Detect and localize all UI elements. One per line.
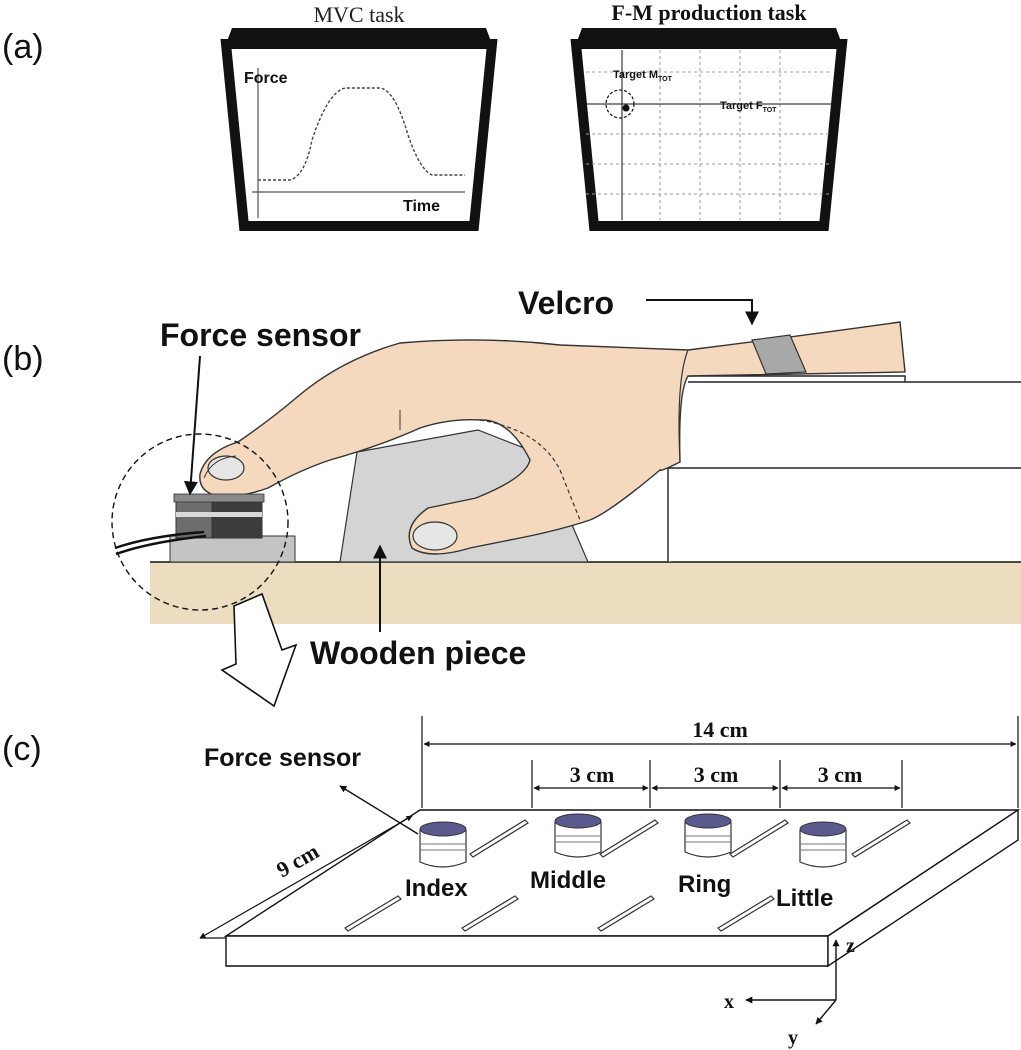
sensor-plate bbox=[223, 808, 1021, 968]
sensor-index bbox=[419, 821, 467, 868]
force-curve bbox=[258, 87, 465, 181]
dimension-9cm: 9 cm bbox=[272, 838, 323, 882]
mvc-monitor bbox=[220, 28, 498, 231]
fm-task-title: F-M production task bbox=[611, 0, 807, 25]
sensor-ring bbox=[684, 813, 732, 858]
sensor-little bbox=[799, 821, 847, 868]
velcro-strap bbox=[751, 334, 807, 375]
dimension-3cm-2: 3 cm bbox=[694, 762, 739, 787]
mvc-task-title: MVC task bbox=[313, 2, 404, 27]
cursor-dot bbox=[622, 104, 630, 112]
finger-label-ring: Ring bbox=[678, 871, 731, 898]
mvc-time-axis-label: Time bbox=[403, 198, 440, 215]
dimension-3cm-1: 3 cm bbox=[570, 762, 615, 787]
forearm-support bbox=[667, 375, 1021, 562]
sensor-middle bbox=[554, 813, 602, 858]
zoom-circle bbox=[111, 433, 289, 611]
target-f-label: Target FTOT bbox=[720, 100, 777, 114]
panel-a-label: (a) bbox=[2, 28, 44, 66]
target-m-label: Target MTOT bbox=[613, 69, 673, 83]
axis-x-label: x bbox=[724, 991, 734, 1013]
velcro-label: Velcro bbox=[518, 285, 614, 321]
target-cursor-circle bbox=[605, 89, 635, 119]
coordinate-axes bbox=[745, 939, 840, 1025]
thumb-nail bbox=[412, 521, 458, 551]
force-sensor-label-b: Force sensor bbox=[160, 317, 361, 353]
force-sensor-assembly bbox=[114, 493, 296, 563]
axis-z-label: z bbox=[846, 935, 855, 957]
zoom-arrow bbox=[220, 592, 298, 708]
finger-label-index: Index bbox=[405, 875, 468, 902]
dimension-14cm: 14 cm bbox=[692, 717, 748, 742]
axis-y-label: y bbox=[788, 1027, 798, 1049]
dimension-3cm-3: 3 cm bbox=[818, 762, 863, 787]
dimension-lines bbox=[199, 716, 1019, 939]
panel-b-label: (b) bbox=[2, 340, 44, 378]
mvc-force-axis-label: Force bbox=[244, 70, 288, 87]
hand bbox=[199, 321, 906, 555]
table-surface bbox=[150, 562, 1021, 624]
fingertip-nail bbox=[207, 455, 245, 481]
force-sensor-label-c: Force sensor bbox=[204, 744, 361, 772]
wooden-piece-label: Wooden piece bbox=[310, 635, 526, 671]
finger-label-little: Little bbox=[776, 885, 833, 912]
finger-label-middle: Middle bbox=[530, 867, 606, 894]
fm-monitor bbox=[570, 28, 848, 231]
panel-c-label: (c) bbox=[2, 730, 42, 768]
